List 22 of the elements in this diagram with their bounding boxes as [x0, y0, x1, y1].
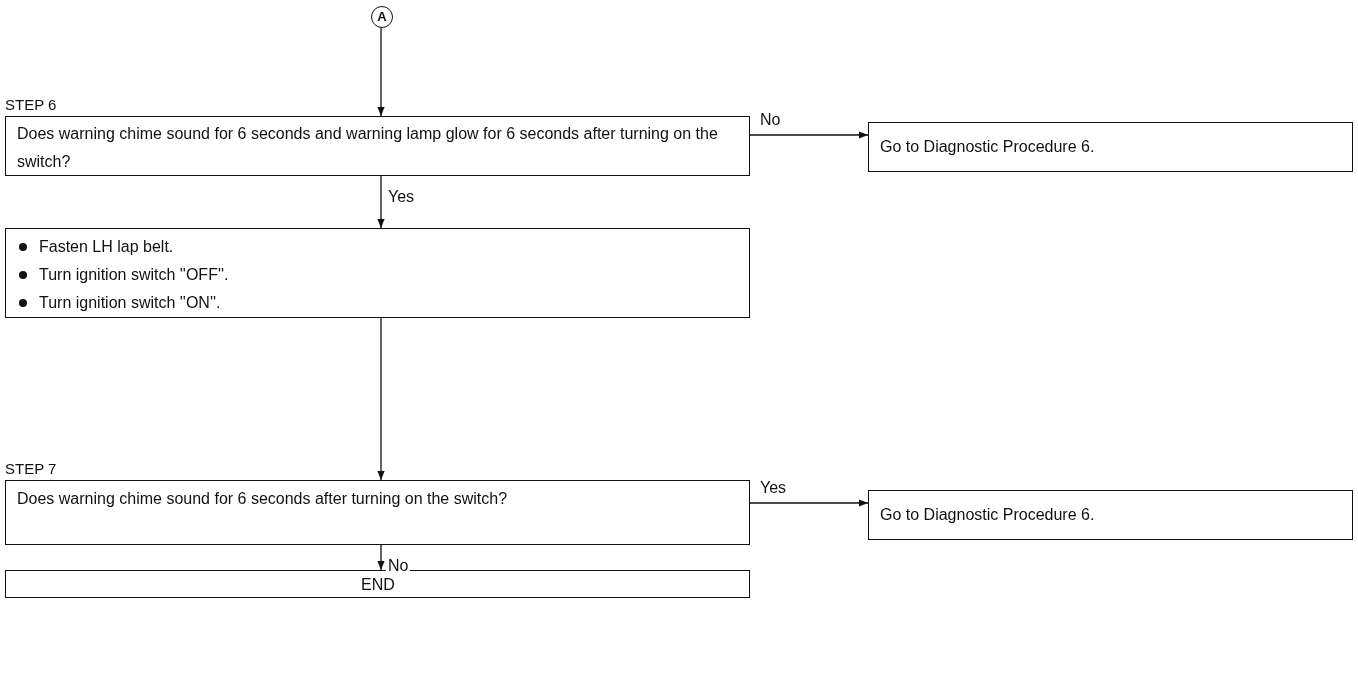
arrow: [377, 175, 385, 229]
process-box: [868, 122, 1353, 172]
step-text: Turn ignition switch ''ON''.: [39, 294, 221, 311]
connector-letter: A: [377, 9, 387, 24]
step-label: STEP 7: [5, 459, 57, 479]
arrow: [377, 544, 385, 571]
box-text: Go to Diagnostic Procedure 6.: [880, 137, 1096, 157]
box-text: Does warning chime sound for 6 seconds after turning on the switch?: [17, 489, 509, 509]
terminal-box: [5, 570, 750, 598]
arrow: [749, 499, 869, 507]
arrow: [749, 131, 869, 139]
box-text: Go to Diagnostic Procedure 6.: [880, 505, 1096, 525]
step-text: Turn ignition switch ''OFF''.: [39, 266, 229, 283]
arrow: [377, 27, 385, 117]
process-box: [5, 228, 750, 318]
connector-circle: [371, 6, 393, 28]
arrow: [377, 317, 385, 481]
step-label: STEP 6: [5, 95, 57, 115]
step-text: Fasten LH lap belt.: [39, 238, 174, 255]
process-box: [868, 490, 1353, 540]
box-text: END: [360, 575, 396, 595]
box-text: Does warning chime sound for 6 seconds and warning lamp glow for 6 seconds after turning on the switch?: [17, 124, 719, 172]
